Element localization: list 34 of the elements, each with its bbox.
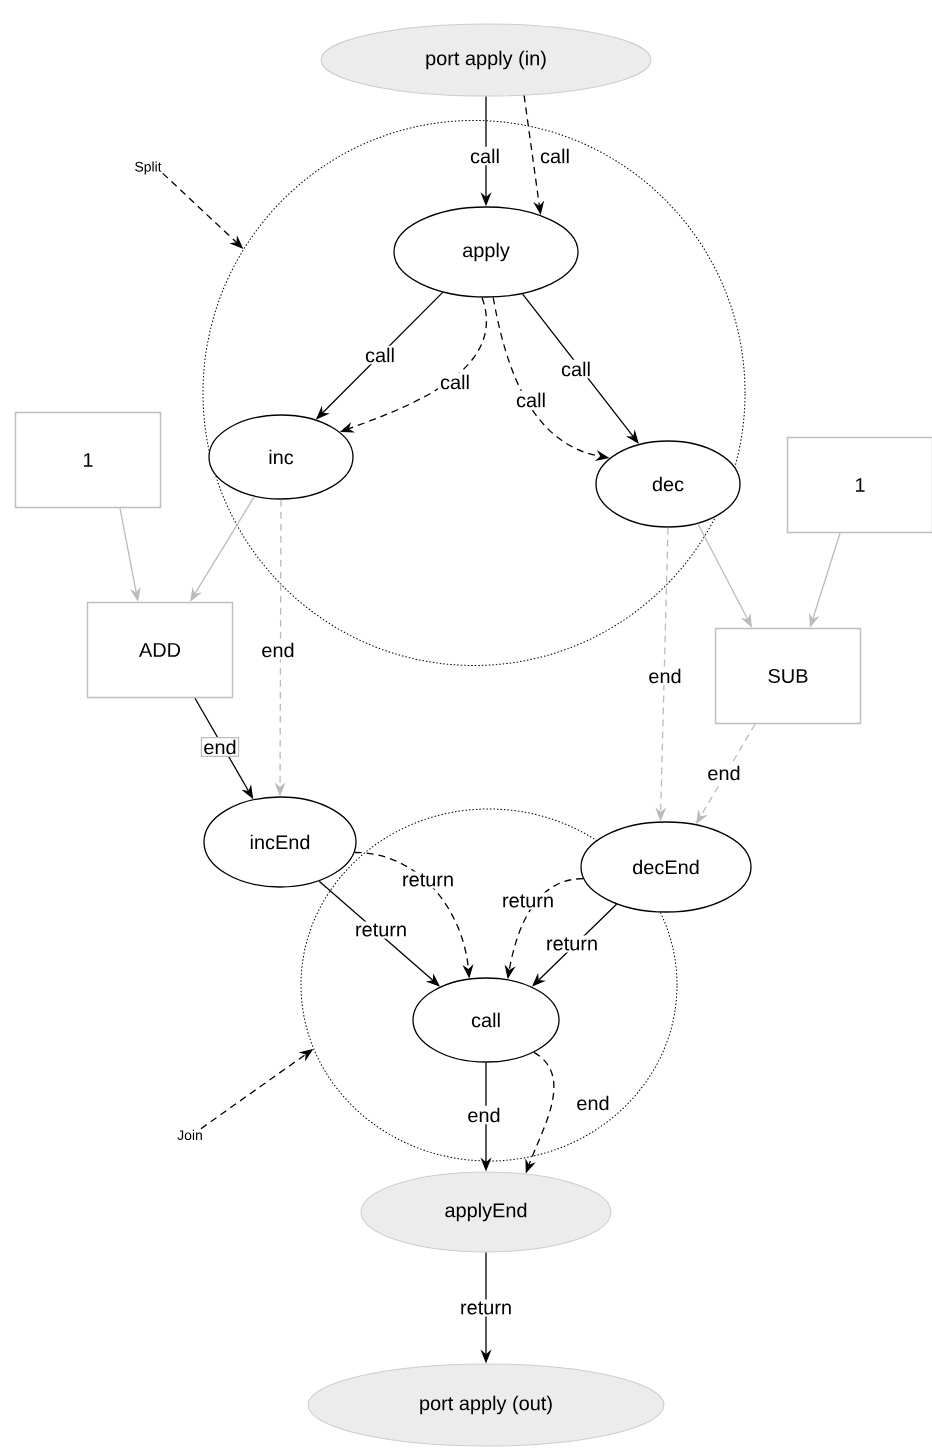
edge-label: end: [259, 640, 297, 660]
edge-label: call: [559, 359, 593, 379]
value-box: 1: [14, 411, 162, 509]
port-oval: applyEnd: [360, 1171, 612, 1253]
edge-label: end: [200, 737, 240, 757]
function-oval: incEnd: [203, 796, 357, 888]
edge-label: call: [538, 146, 572, 166]
operation-box: ADD: [86, 601, 234, 699]
edge-label: end: [646, 666, 684, 686]
operation-box: SUB: [714, 627, 862, 725]
annotation-label: Split: [135, 161, 162, 175]
edge-label: call: [363, 345, 397, 365]
edge-label: return: [544, 935, 601, 953]
function-oval: apply: [393, 206, 579, 298]
function-oval: dec: [595, 440, 741, 528]
region-outline: [202, 120, 746, 666]
function-oval: decEnd: [580, 821, 752, 913]
edge-label: end: [574, 1093, 612, 1113]
edge-label: call: [468, 146, 502, 166]
port-oval: port apply (out): [307, 1363, 665, 1447]
edge-label: call: [514, 390, 548, 410]
port-oval: port apply (in): [320, 23, 652, 97]
edge-label: return: [500, 892, 557, 910]
function-oval: call: [412, 977, 560, 1063]
edge-label: return: [400, 871, 457, 889]
edge-label: return: [458, 1299, 515, 1317]
value-box: 1: [786, 436, 932, 534]
annotation-label: Join: [177, 1129, 202, 1141]
edge-label: return: [353, 921, 410, 939]
arrow: [521, 293, 639, 444]
edge-label: end: [465, 1105, 503, 1125]
function-oval: inc: [208, 414, 354, 500]
edge-label: call: [438, 372, 472, 392]
edge-label: end: [705, 763, 743, 783]
